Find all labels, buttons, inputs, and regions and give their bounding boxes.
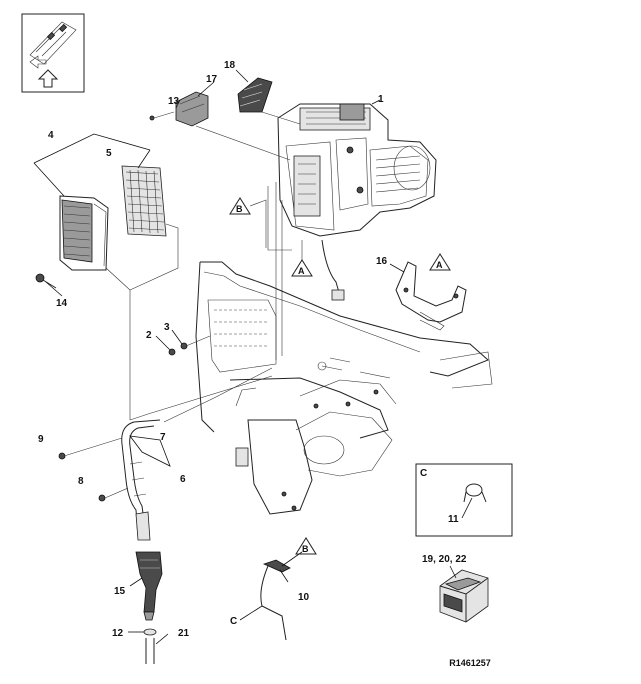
actuator-18	[237, 77, 273, 113]
pipe-end-label: C	[230, 616, 237, 627]
callout-9: 9	[38, 434, 44, 445]
screw-2-3	[168, 335, 211, 356]
callout-4: 4	[48, 130, 54, 141]
svg-text:B: B	[302, 544, 309, 554]
drain-pipe-21	[145, 638, 155, 664]
drain-hose-6-7	[121, 419, 161, 541]
clip-12	[143, 628, 157, 636]
marker-a-right: A	[429, 253, 451, 271]
vehicle-orientation-icon	[29, 21, 77, 69]
callout-12: 12	[112, 628, 124, 639]
screw-9	[58, 437, 123, 460]
screw-13	[149, 111, 175, 121]
callout-16: 16	[376, 256, 388, 267]
marker-a-left: A	[291, 240, 313, 277]
bracket-16	[395, 261, 467, 331]
callout-1: 1	[378, 94, 384, 105]
callout-3: 3	[164, 322, 170, 333]
callout-11: 11	[448, 514, 459, 525]
callout-5: 5	[106, 148, 112, 159]
orientation-inset	[21, 13, 85, 93]
marker-b-lower: B	[295, 537, 317, 555]
callout-13: 13	[168, 96, 180, 107]
drain-elbow-15	[135, 551, 163, 621]
svg-text:A: A	[298, 266, 305, 276]
filter-housing-4	[59, 195, 109, 271]
reference-code: R1461257	[449, 658, 491, 668]
callout-14: 14	[56, 298, 68, 309]
detail-c-letter: C	[420, 468, 427, 479]
callout-18: 18	[224, 60, 236, 71]
screw-8	[98, 487, 129, 502]
bulkhead-structure	[195, 261, 493, 515]
svg-text:A: A	[436, 260, 443, 270]
hvac-module	[277, 103, 437, 301]
bolt-14	[35, 273, 57, 289]
filter-element-5	[121, 165, 167, 237]
marker-b-upper: B	[229, 197, 267, 248]
svg-text:B: B	[236, 204, 243, 214]
callout-6: 6	[180, 474, 186, 485]
callout-15: 15	[114, 586, 126, 597]
callout-8: 8	[78, 476, 84, 487]
detail-c-box	[415, 463, 513, 537]
consumables-box	[439, 569, 489, 623]
callout-17: 17	[206, 74, 218, 85]
callout-19-20-22: 19, 20, 22	[422, 554, 467, 565]
clip-11	[463, 483, 487, 503]
callout-7: 7	[160, 432, 166, 443]
callout-10: 10	[298, 592, 310, 603]
pipe-10	[239, 559, 291, 641]
callout-2: 2	[146, 330, 152, 341]
connector-17	[175, 91, 209, 127]
arrow-up-icon	[37, 69, 59, 88]
callout-21: 21	[178, 628, 190, 639]
